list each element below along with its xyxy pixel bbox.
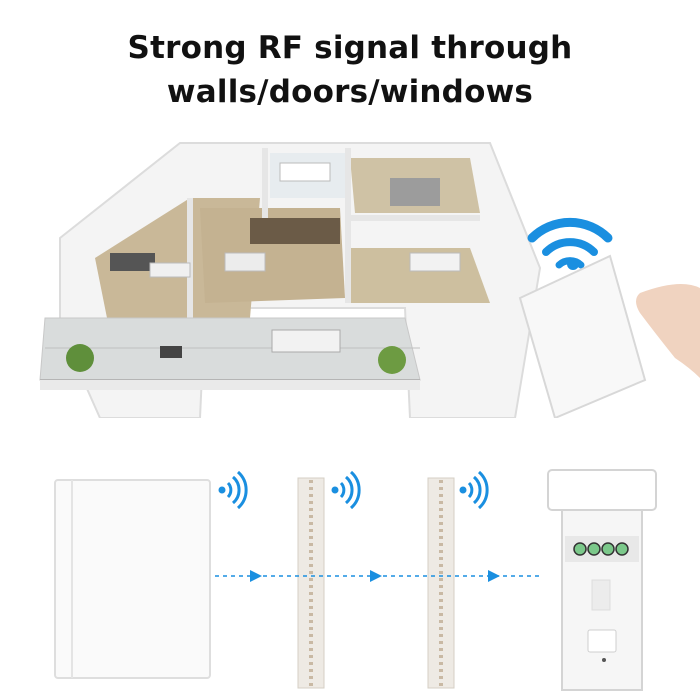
wall-switch: [54, 479, 211, 679]
arrow-right-icon-2: [370, 570, 382, 582]
headline: Strong RF signal through walls/doors/win…: [0, 26, 700, 114]
signal-diagram: [0, 440, 700, 700]
balcony: [39, 317, 421, 381]
receiver-button: [587, 629, 617, 653]
bed: [390, 178, 440, 206]
wifi-dot: [567, 258, 579, 270]
receiver-module: [547, 469, 657, 691]
dining-table: [149, 262, 191, 278]
plant-right: [378, 346, 406, 374]
floor-plan-svg: [39, 142, 700, 418]
headline-line-1: Strong RF signal through: [127, 30, 573, 66]
grill: [160, 346, 182, 358]
signal-waves-icon-3: [459, 470, 489, 510]
plant-left: [66, 344, 94, 372]
receiver-led: [602, 658, 606, 662]
wall-section-1: [297, 477, 325, 689]
lounge-sofa: [409, 252, 461, 272]
wall-section-2: [427, 477, 455, 689]
terminal-3: [601, 542, 615, 556]
kitchen-counter: [110, 253, 155, 271]
signal-waves-icon-2: [331, 470, 361, 510]
wifi-signal-icon: [527, 217, 613, 269]
terminal-4: [615, 542, 629, 556]
hand: [636, 284, 700, 378]
floor-plan-illustration: [0, 118, 700, 418]
bookshelf: [250, 218, 340, 244]
signal-waves-icon: [218, 470, 248, 510]
balcony-bench: [271, 329, 341, 353]
wireless-switch-panel: [518, 254, 647, 418]
signal-diagram-svg: [54, 469, 657, 691]
arrow-right-icon-3: [488, 570, 500, 582]
terminal-2: [587, 542, 601, 556]
bathtub: [279, 162, 331, 182]
headline-line-2: walls/doors/windows: [166, 74, 534, 110]
sofa: [224, 252, 266, 272]
arrow-right-icon: [250, 570, 262, 582]
terminal-1: [573, 542, 587, 556]
